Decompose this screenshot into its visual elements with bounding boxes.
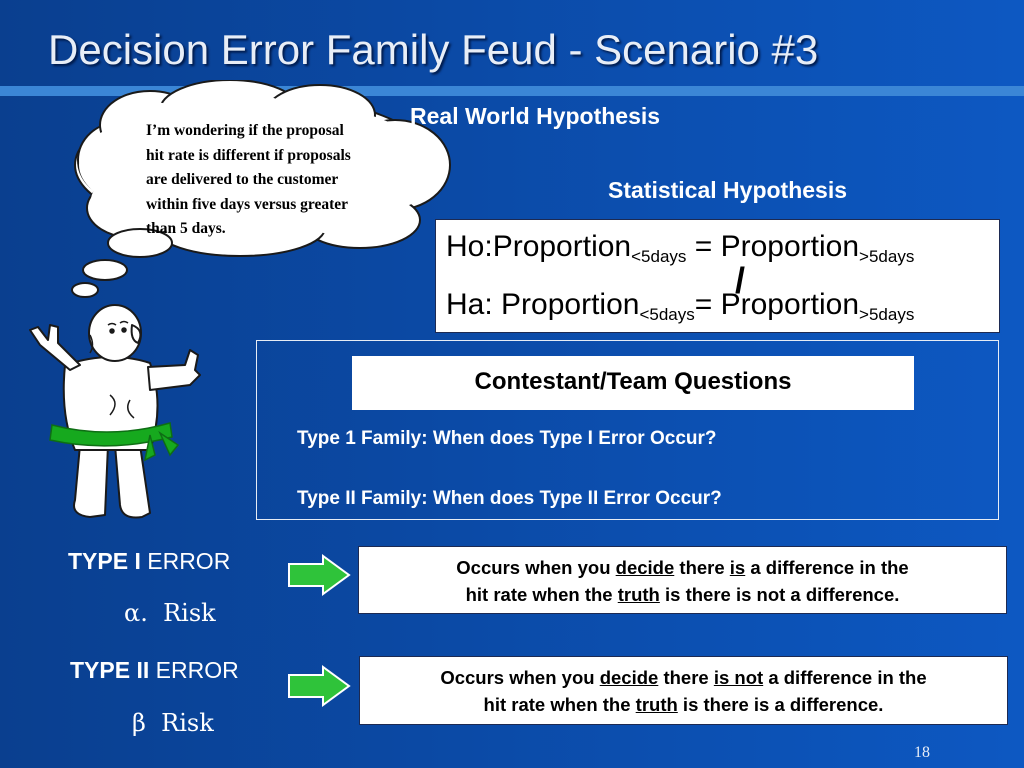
- desc-text: there: [674, 557, 730, 578]
- right-arrow-icon: [288, 554, 351, 596]
- proportion-term: Proportion: [720, 288, 860, 321]
- desc-underlined: is not: [713, 667, 764, 688]
- risk-word: Risk: [161, 709, 214, 737]
- subscript-lt: <5days: [639, 305, 695, 324]
- alpha-symbol: α.: [124, 599, 148, 627]
- title-underline-bar: [0, 86, 1024, 96]
- desc-underlined: decide: [599, 667, 659, 688]
- thought-line: are delivered to the customer: [146, 171, 339, 188]
- desc-text: a difference in the: [745, 557, 909, 578]
- type1-bold: TYPE I: [68, 548, 141, 574]
- subscript-lt: <5days: [631, 247, 687, 266]
- slide-title: Decision Error Family Feud - Scenario #3: [48, 26, 819, 73]
- thought-cloud-icon: [71, 80, 451, 298]
- proportion-term: Proportion: [492, 230, 632, 263]
- thought-line: hit rate is different if proposals: [146, 146, 351, 164]
- desc-text: a difference in the: [763, 667, 927, 688]
- type2-description: Occurs when you decide there is not a di…: [359, 656, 1008, 725]
- page-number: 18: [914, 744, 930, 761]
- desc-text: hit rate when the: [465, 584, 618, 605]
- desc-text: hit rate when the: [483, 694, 636, 715]
- beta-symbol: β: [132, 709, 146, 737]
- proportion-term: Proportion: [501, 288, 640, 321]
- not-equal-slash: /: [735, 260, 746, 301]
- type2-bold: TYPE II: [70, 657, 150, 683]
- type1-desc-line1: Occurs when you decide there is a differ…: [359, 554, 1006, 581]
- type1-description: Occurs when you decide there is a differ…: [358, 546, 1007, 614]
- subscript-gt: >5days: [859, 305, 915, 324]
- type2-desc-line1: Occurs when you decide there is not a di…: [360, 664, 1007, 691]
- beta-risk-label: β Risk: [132, 709, 214, 737]
- contestant-questions-title: Contestant/Team Questions: [352, 356, 914, 410]
- cartoon-man-icon: [29, 304, 201, 519]
- ho-prefix: Ho:: [446, 230, 493, 263]
- desc-underlined: truth: [617, 584, 660, 605]
- thought-line: within five days versus greater: [146, 195, 349, 213]
- type2-rest: ERROR: [149, 657, 239, 683]
- type1-rest: ERROR: [140, 548, 231, 574]
- not-equals-sign: =: [694, 288, 713, 321]
- type1-family-question: Type 1 Family: When does Type I Error Oc…: [297, 428, 717, 449]
- right-arrow-icon: [288, 665, 351, 707]
- desc-text: there: [658, 667, 714, 688]
- real-world-hypothesis-label: Real World Hypothesis: [410, 103, 661, 129]
- ha-prefix: Ha:: [446, 288, 493, 321]
- proportion-term: Proportion: [720, 230, 860, 263]
- subscript-gt: >5days: [859, 247, 915, 266]
- thought-line: I’m wondering if the proposal: [146, 122, 344, 139]
- desc-text: is there is a difference.: [677, 694, 884, 715]
- risk-word: Risk: [163, 599, 216, 627]
- equals-sign: =: [694, 230, 713, 263]
- desc-underlined: is: [729, 557, 746, 578]
- desc-underlined: truth: [635, 694, 678, 715]
- type2-family-question: Type II Family: When does Type II Error …: [297, 488, 722, 509]
- alpha-risk-label: α. Risk: [124, 599, 216, 627]
- statistical-hypothesis-label: Statistical Hypothesis: [608, 177, 848, 203]
- thought-bubble-text: I’m wondering if the proposal hit rate i…: [146, 119, 416, 242]
- type1-desc-line2: hit rate when the truth is there is not …: [359, 581, 1006, 608]
- thought-line: than 5 days.: [146, 220, 226, 237]
- type1-error-label: TYPE I ERROR: [68, 548, 230, 575]
- desc-underlined: decide: [615, 557, 675, 578]
- contestant-questions-panel: [256, 340, 999, 520]
- null-hypothesis: Ho:Proportion<5days = Proportion>5days: [446, 230, 914, 267]
- desc-text: Occurs when you: [456, 557, 616, 578]
- type2-desc-line2: hit rate when the truth is there is a di…: [360, 691, 1007, 718]
- hypothesis-box: Ho:Proportion<5days = Proportion>5days /…: [435, 219, 1000, 333]
- type2-error-label: TYPE II ERROR: [70, 657, 239, 684]
- desc-text: Occurs when you: [440, 667, 600, 688]
- desc-text: is there is not a difference.: [659, 584, 900, 605]
- alt-hypothesis: Ha: Proportion<5days= Proportion>5days: [446, 288, 914, 325]
